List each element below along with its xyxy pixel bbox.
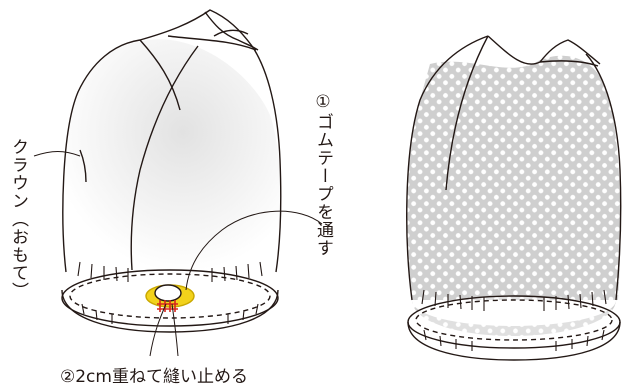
hat-left-fold-1 <box>139 39 181 111</box>
label-step2-overlap-sew: ②2cm重ねて縫い止める <box>60 367 248 387</box>
hat-right-inside <box>406 35 622 301</box>
hat-left-tip <box>204 11 259 51</box>
hat-left-brim <box>61 261 279 333</box>
hat-left-outside <box>62 9 282 273</box>
hat-left-crease <box>79 149 87 183</box>
label-crown-outside: クラウン（おもて） <box>8 138 28 300</box>
hat-right-tip <box>539 39 601 65</box>
hat-right-fold-1 <box>487 35 541 65</box>
hat-left-gathers <box>77 261 263 324</box>
hat-right-gathers <box>421 289 607 351</box>
hat-right-pattern-fill <box>406 55 621 300</box>
hat-right-brim <box>407 289 621 361</box>
hat-left-body-shade <box>62 39 281 273</box>
hat-right-fold-2 <box>445 35 489 191</box>
leader-lines <box>33 151 323 357</box>
leader-step1 <box>185 210 323 291</box>
hat-left-fold-2 <box>130 45 199 271</box>
hat-left-outline <box>62 39 141 273</box>
leader-step2-a <box>149 303 167 357</box>
leader-step2-b <box>171 303 179 357</box>
hat-left-fold-3 <box>167 35 257 51</box>
label-step1-insert-elastic: ①ゴムテープを通す <box>313 92 333 257</box>
hat-right-outline-left <box>406 35 489 301</box>
hat-right-outline-right <box>585 53 622 301</box>
stitch-marks <box>157 300 178 312</box>
leader-crown <box>33 151 81 157</box>
